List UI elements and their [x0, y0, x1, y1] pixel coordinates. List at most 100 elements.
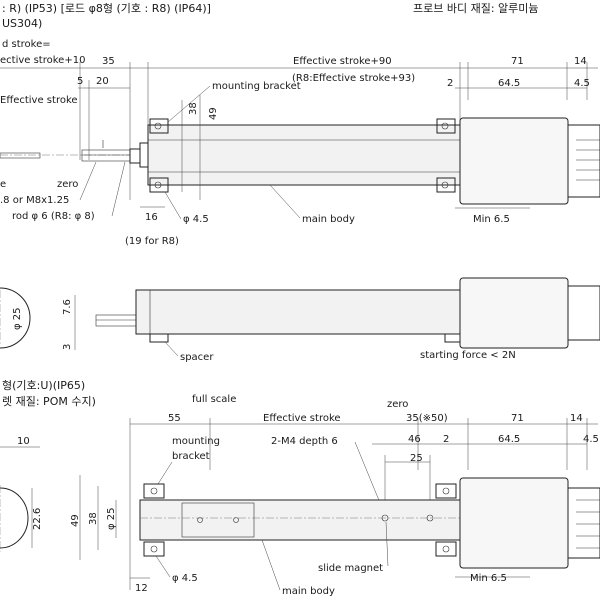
sensor-housing — [459, 117, 569, 205]
dim-5: 5 — [77, 76, 83, 87]
leader — [79, 161, 97, 201]
end-cap — [139, 142, 149, 168]
for-r8-label: (19 for R8) — [125, 236, 179, 247]
bracket-hole — [150, 545, 158, 553]
bracket-hole — [150, 487, 158, 495]
dim-r8-effective-plus-93: (R8:Effective stroke+93) — [292, 73, 415, 84]
main-body-label: main body — [302, 214, 355, 225]
spacer-label: spacer — [180, 352, 214, 363]
bottom-title-line1: 형(기호:U)(IP65) — [2, 379, 85, 392]
main-body-label-bottom: main body — [282, 586, 335, 597]
dim-35-50: 35(※50) — [406, 413, 448, 424]
connector-bottom — [567, 487, 600, 559]
leader — [385, 521, 389, 567]
dim-64-5: 64.5 — [498, 78, 520, 89]
dim-55: 55 — [168, 413, 181, 424]
phi-25-bottom: φ 25 — [106, 508, 117, 531]
starting-force-label: starting force < 2N — [420, 350, 516, 361]
dim-35: 35 — [102, 56, 115, 67]
header-left-line1: : R) (IP53) [로드 φ8형 (기호 : R8) (IP64)] — [2, 2, 211, 15]
dim-2-bottom: 2 — [443, 434, 449, 445]
bottom-title-line2: 렛 재질: POM 수지) — [2, 395, 96, 408]
sensor-housing-side — [459, 277, 569, 349]
leader — [164, 191, 182, 220]
side-view: φ 25 7.6 3 spacer starting force < 2N — [0, 277, 600, 363]
leader — [269, 184, 301, 219]
phi-4-5-label: φ 4.5 — [183, 214, 209, 225]
slide-magnet-label: slide magnet — [318, 563, 383, 574]
slide-magnet-hole — [426, 514, 434, 522]
dim-71: 71 — [511, 56, 524, 67]
main-body — [147, 124, 461, 186]
full-scale-label: full scale — [192, 394, 236, 405]
bracket-top-right-bottom — [435, 483, 457, 499]
rod-seal — [129, 148, 141, 164]
main-body-side — [135, 289, 461, 335]
mounting-label-1: mounting — [172, 436, 220, 447]
slide-magnet-hole — [381, 514, 389, 522]
mounting-label-2: bracket — [172, 451, 210, 462]
dim-49: 49 — [208, 107, 219, 120]
bracket-bottom-left — [149, 177, 169, 193]
min-6-5-label: Min 6.5 — [473, 214, 510, 225]
spacer-left — [149, 333, 169, 343]
slider-plate — [181, 502, 255, 538]
bracket-hole — [154, 122, 162, 130]
leader — [164, 341, 179, 357]
end-view-circle — [0, 287, 31, 349]
effective-stroke-plus-10: ective stroke+10 — [0, 55, 85, 66]
rod-label: rod φ 6 (R8: φ 8) — [12, 211, 95, 222]
bracket-hole — [441, 181, 449, 189]
dim-38: 38 — [188, 102, 199, 115]
bracket-hole — [154, 181, 162, 189]
m4-depth-label: 2-M4 depth 6 — [271, 436, 338, 447]
dim-10: 10 — [17, 436, 30, 447]
stroke-label: d stroke= — [2, 39, 51, 50]
effective-stroke-bottom: Effective stroke — [263, 413, 341, 424]
bracket-top-left-bottom — [143, 483, 165, 499]
top-view: d stroke= ective stroke+10 Effective str… — [0, 39, 600, 247]
header-right-line1: 프로브 바디 재질: 알루미늄 — [413, 1, 539, 15]
leader — [155, 555, 171, 578]
connector — [567, 124, 600, 198]
dim-16: 16 — [145, 212, 158, 223]
dim-64-5-bottom: 64.5 — [498, 434, 520, 445]
bracket-bottom-right-bottom — [435, 541, 457, 557]
leader — [111, 161, 126, 217]
bracket-hole — [442, 487, 450, 495]
bracket-hole — [441, 122, 449, 130]
dim-effective-plus-90: Effective stroke+90 — [293, 56, 392, 67]
dim-25: 25 — [410, 453, 423, 464]
bracket-top-left — [149, 118, 169, 134]
dim-20: 20 — [96, 76, 109, 87]
dim-4-5: 4.5 — [574, 78, 590, 89]
leader — [157, 461, 173, 485]
slider-hole — [233, 517, 239, 523]
mounting-bracket-label: mounting bracket — [212, 81, 301, 92]
main-body-bottom — [139, 499, 461, 541]
zero-label-bottom: zero — [387, 399, 408, 410]
bracket-top-right — [436, 118, 456, 134]
dim-14-bottom: 14 — [570, 413, 583, 424]
thread-partial: e — [0, 179, 6, 190]
dim-3: 3 — [62, 344, 73, 350]
slider-hole — [197, 517, 203, 523]
bracket-hole — [442, 545, 450, 553]
dim-4-5-bottom: 4.5 — [583, 434, 599, 445]
dim-71-bottom: 71 — [511, 413, 524, 424]
dim-38-bottom: 38 — [88, 512, 99, 525]
bracket-bottom-right — [436, 177, 456, 193]
rod-tip — [0, 152, 41, 159]
connector-side — [567, 285, 600, 341]
min-6-5-bottom: Min 6.5 — [470, 573, 507, 584]
end-view-circle-bottom — [0, 487, 29, 549]
dim-22-6: 22.6 — [32, 508, 43, 530]
leader — [167, 85, 211, 123]
phi-25-side: φ 25 — [12, 308, 23, 331]
dim-12: 12 — [135, 583, 148, 594]
sensor-housing-bottom — [459, 477, 569, 569]
effective-stroke-label: Effective stroke — [0, 95, 78, 106]
thread-label: .8 or M8x1.25 — [0, 195, 69, 206]
bracket-bottom-left-bottom — [143, 541, 165, 557]
